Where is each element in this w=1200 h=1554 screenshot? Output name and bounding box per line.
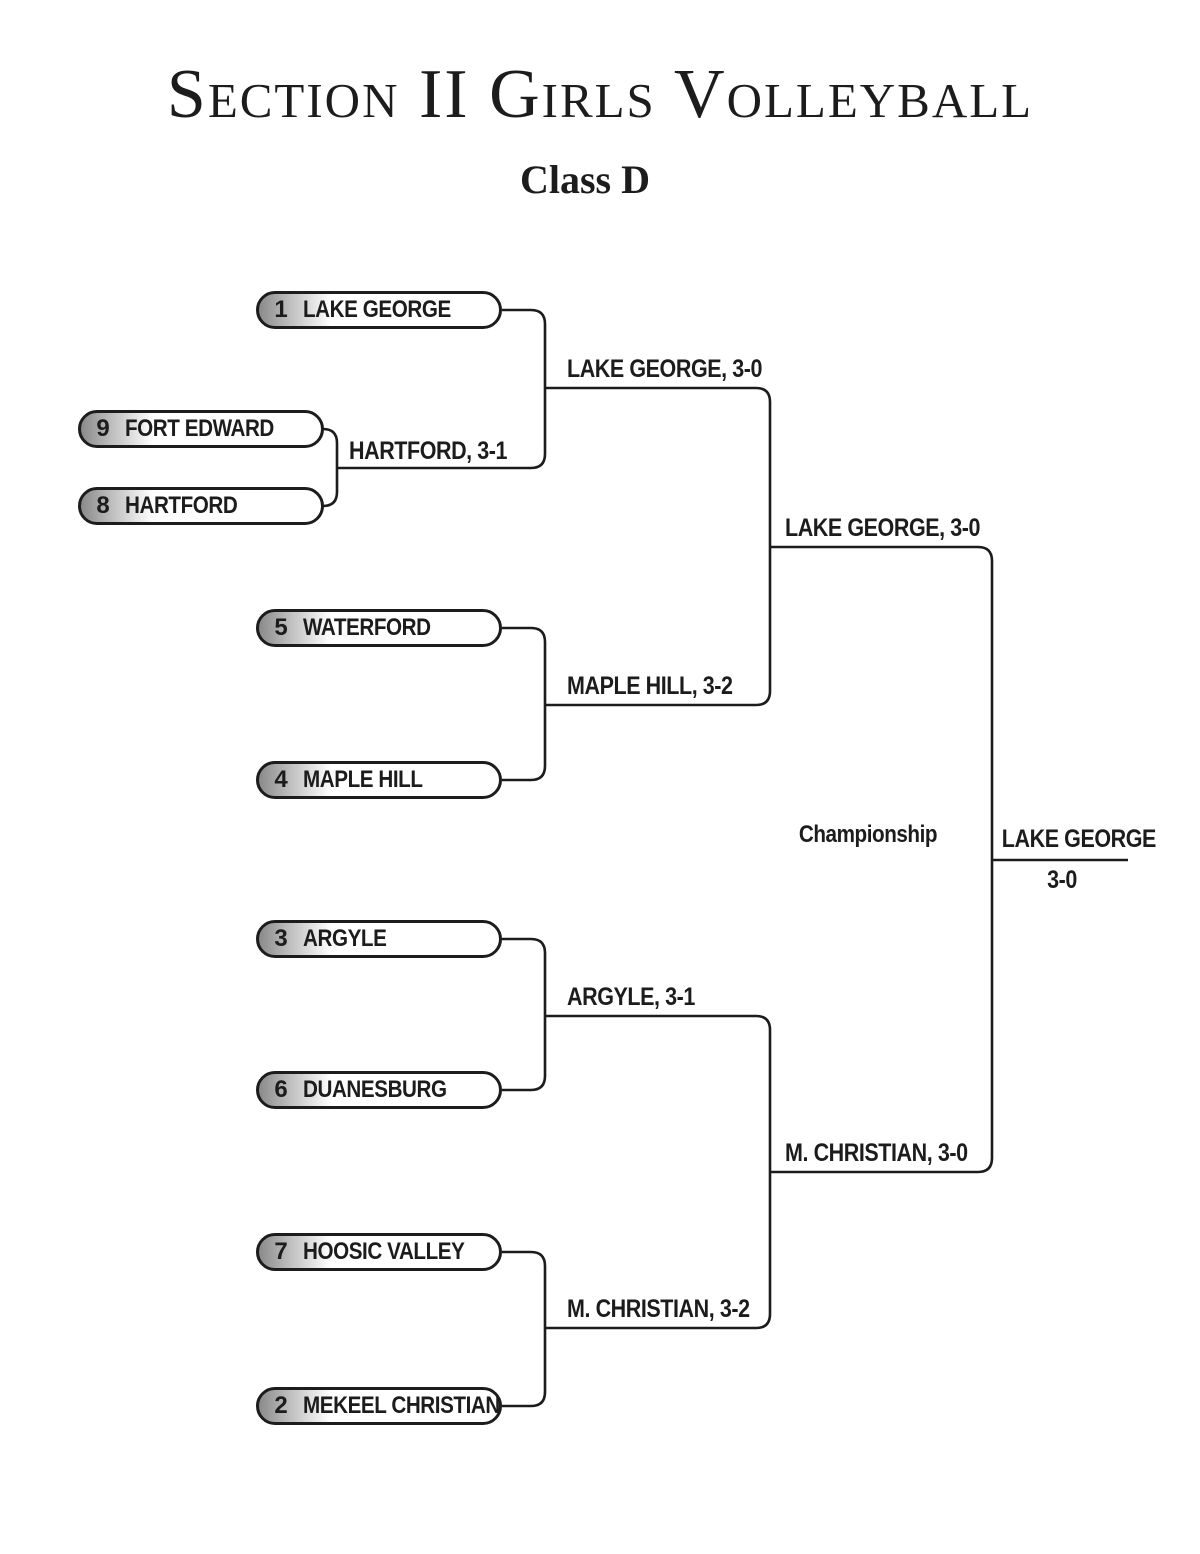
championship-label: Championship [798, 821, 938, 848]
team-slot-fort-edward: 9 FORT EDWARD [78, 410, 324, 448]
team-name: DUANESBURG [303, 1076, 447, 1103]
result-quarterfinal-1: LAKE GEORGE, 3-0 [567, 355, 763, 383]
line-seed9-to-playin [322, 427, 339, 468]
result-semifinal-1: LAKE GEORGE, 3-0 [785, 514, 981, 542]
seed-number: 2 [274, 1392, 288, 1419]
line-qf2-out [545, 547, 772, 707]
team-slot-lake-george: 1 LAKE GEORGE [256, 291, 502, 329]
line-playin-out [337, 388, 547, 470]
line-seed4-to-qf2 [502, 705, 547, 782]
team-name: MAPLE HILL [303, 766, 423, 793]
champion-name: LAKE GEORGE [1001, 825, 1157, 853]
team-slot-duanesburg: 6 DUANESBURG [256, 1071, 502, 1109]
team-name: HARTFORD [125, 492, 238, 519]
seed-number: 1 [274, 296, 288, 323]
team-name: MEKEEL CHRISTIAN [303, 1392, 500, 1419]
line-seed1-to-qf1 [502, 308, 547, 388]
team-slot-argyle: 3 ARGYLE [256, 920, 502, 958]
result-semifinal-2: M. CHRISTIAN, 3-0 [785, 1139, 968, 1167]
seed-number: 8 [96, 492, 110, 519]
seed-number: 3 [274, 925, 288, 952]
seed-number: 4 [274, 766, 288, 793]
page-title: Section II Girls Volleyball [166, 56, 1034, 133]
seed-number: 7 [274, 1238, 288, 1265]
page-subtitle: Class D [519, 157, 651, 202]
line-seed2-to-qf4 [502, 1328, 547, 1408]
line-sf1-out [770, 545, 994, 860]
team-name: LAKE GEORGE [303, 296, 451, 323]
team-slot-waterford: 5 WATERFORD [256, 609, 502, 647]
team-slot-hartford: 8 HARTFORD [78, 487, 324, 525]
line-qf4-out [545, 1172, 772, 1330]
team-name: HOOSIC VALLEY [303, 1238, 465, 1265]
result-quarterfinal-4: M. CHRISTIAN, 3-2 [567, 1295, 750, 1323]
champion-score: 3-0 [1047, 866, 1077, 894]
line-sf2-out [770, 860, 994, 1174]
team-name: FORT EDWARD [125, 415, 274, 442]
team-name: WATERFORD [303, 614, 431, 641]
result-quarterfinal-3: ARGYLE, 3-1 [567, 983, 695, 1011]
team-slot-mekeel-christian: 2 MEKEEL CHRISTIAN [256, 1387, 502, 1425]
line-seed6-to-qf3 [502, 1016, 547, 1092]
line-qf1-out [545, 386, 772, 547]
line-seed5-to-qf2 [502, 626, 547, 705]
result-quarterfinal-2: MAPLE HILL, 3-2 [567, 672, 733, 700]
team-name: ARGYLE [303, 925, 387, 952]
result-play-in: HARTFORD, 3-1 [349, 437, 508, 465]
team-slot-maple-hill: 4 MAPLE HILL [256, 761, 502, 799]
line-seed8-to-playin [322, 468, 339, 508]
seed-number: 9 [96, 415, 110, 442]
line-seed7-to-qf4 [502, 1250, 547, 1328]
seed-number: 5 [274, 614, 288, 641]
line-qf3-out [545, 1014, 772, 1172]
team-slot-hoosic-valley: 7 HOOSIC VALLEY [256, 1233, 502, 1271]
line-seed3-to-qf3 [502, 937, 547, 1016]
seed-number: 6 [274, 1076, 288, 1103]
